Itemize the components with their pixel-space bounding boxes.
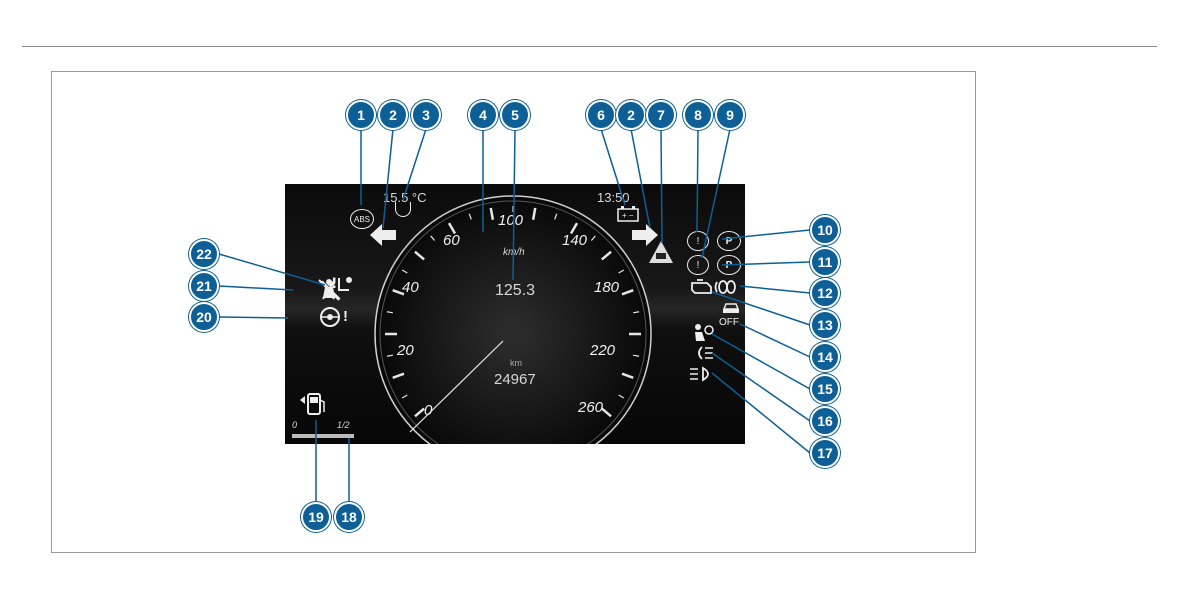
summit-icon — [321, 283, 322, 284]
brake-warning-icon: ! — [687, 231, 709, 251]
left-turn-signal-icon — [370, 224, 396, 246]
battery-icon: + − — [617, 206, 639, 222]
border-icon — [320, 270, 321, 271]
tick-label-100: 100 — [498, 212, 523, 229]
instrument-cluster: 15.5 °C 13:50 0 20 40 60 100 140 180 220… — [285, 184, 745, 444]
max-icon — [320, 277, 321, 278]
callout-8: 8 — [683, 100, 713, 130]
callout-19: 19 — [301, 502, 331, 532]
callout-2-right: 2 — [616, 100, 646, 130]
esp-off-label: OFF — [719, 317, 739, 328]
bound-icon — [320, 275, 321, 276]
tick-label-140: 140 — [562, 232, 587, 249]
steering-warning-mark: ! — [343, 308, 348, 325]
airbag-icon — [692, 321, 716, 343]
callout-18: 18 — [334, 502, 364, 532]
tick-label-0: 0 — [424, 402, 432, 419]
callout-17: 17 — [810, 438, 840, 468]
lip-icon — [320, 271, 321, 272]
distance-warning-icon — [648, 240, 674, 264]
callout-14: 14 — [810, 342, 840, 372]
callout-7: 7 — [646, 100, 676, 130]
battery-time: 13:50 — [597, 190, 630, 205]
fuel-half-label: 1/2 — [337, 420, 350, 430]
callout-13: 13 — [810, 310, 840, 340]
callout-22: 22 — [189, 239, 219, 269]
apex-icon — [322, 281, 323, 282]
parking-brake-icon: P — [717, 231, 741, 251]
callout-6: 6 — [586, 100, 616, 130]
margin-icon — [320, 269, 321, 270]
abs-icon-label: ABS — [354, 215, 370, 224]
callout-21: 21 — [189, 271, 219, 301]
callout-9: 9 — [715, 100, 745, 130]
zenith-icon — [323, 284, 324, 285]
crest-icon — [319, 282, 320, 283]
tick-label-180: 180 — [594, 279, 619, 296]
dummy-icon — [317, 279, 318, 280]
parking-brake-fault-icon: P — [717, 255, 741, 275]
brake-fault-label: ! — [697, 260, 700, 271]
steering-warning-icon — [319, 306, 359, 328]
callout-1: 1 — [346, 100, 376, 130]
callout-16: 16 — [810, 406, 840, 436]
final-icon — [317, 276, 318, 277]
tick-label-20: 20 — [397, 342, 414, 359]
fringe-icon — [320, 268, 321, 269]
rim-icon — [320, 273, 321, 274]
parking-brake-label: P — [726, 236, 733, 247]
fuel-empty-label: 0 — [292, 420, 297, 430]
callout-2-left: 2 — [378, 100, 408, 130]
tip-icon — [321, 279, 322, 280]
callout-12: 12 — [810, 278, 840, 308]
callout-5: 5 — [500, 100, 530, 130]
callout-4: 4 — [468, 100, 498, 130]
needle-hub — [497, 318, 529, 350]
tick-label-260: 260 — [578, 399, 603, 416]
current-speed: 125.3 — [495, 282, 535, 300]
brake-warning-label: ! — [697, 236, 700, 247]
acme-icon — [319, 284, 320, 285]
glow-plug-icon — [713, 278, 739, 296]
height-icon — [319, 278, 320, 279]
rear-fog-light-icon — [693, 345, 715, 361]
fuel-level-bar — [292, 434, 354, 438]
callout-11: 11 — [810, 247, 840, 277]
speed-unit: km/h — [503, 247, 525, 258]
callout-3: 3 — [411, 100, 441, 130]
odometer-unit: km — [510, 358, 522, 368]
edge-icon — [320, 274, 321, 275]
odometer-value: 24967 — [494, 371, 536, 388]
fuel-pump-icon — [300, 392, 330, 416]
tick-label-220: 220 — [590, 342, 615, 359]
page-header-rule — [22, 46, 1157, 47]
parking-brake-fault-label: P — [726, 260, 733, 271]
check-engine-icon — [689, 278, 715, 296]
low-beam-icon — [689, 366, 715, 382]
limit-icon — [320, 276, 321, 277]
washer-fluid-low-icon: ! — [331, 274, 355, 294]
end-icon — [320, 280, 321, 281]
callout-10: 10 — [810, 215, 840, 245]
callout-15: 15 — [810, 374, 840, 404]
brim-icon — [320, 272, 321, 273]
tick-label-60: 60 — [443, 232, 460, 249]
svg-text:+ −: + − — [622, 211, 634, 220]
tick-label-40: 40 — [402, 279, 419, 296]
brake-fault-icon: ! — [687, 255, 709, 275]
esp-icon — [721, 301, 741, 315]
pinnacle-icon — [315, 278, 316, 279]
callout-20: 20 — [189, 302, 219, 332]
svg-text:!: ! — [331, 276, 337, 292]
term-icon — [318, 272, 319, 273]
